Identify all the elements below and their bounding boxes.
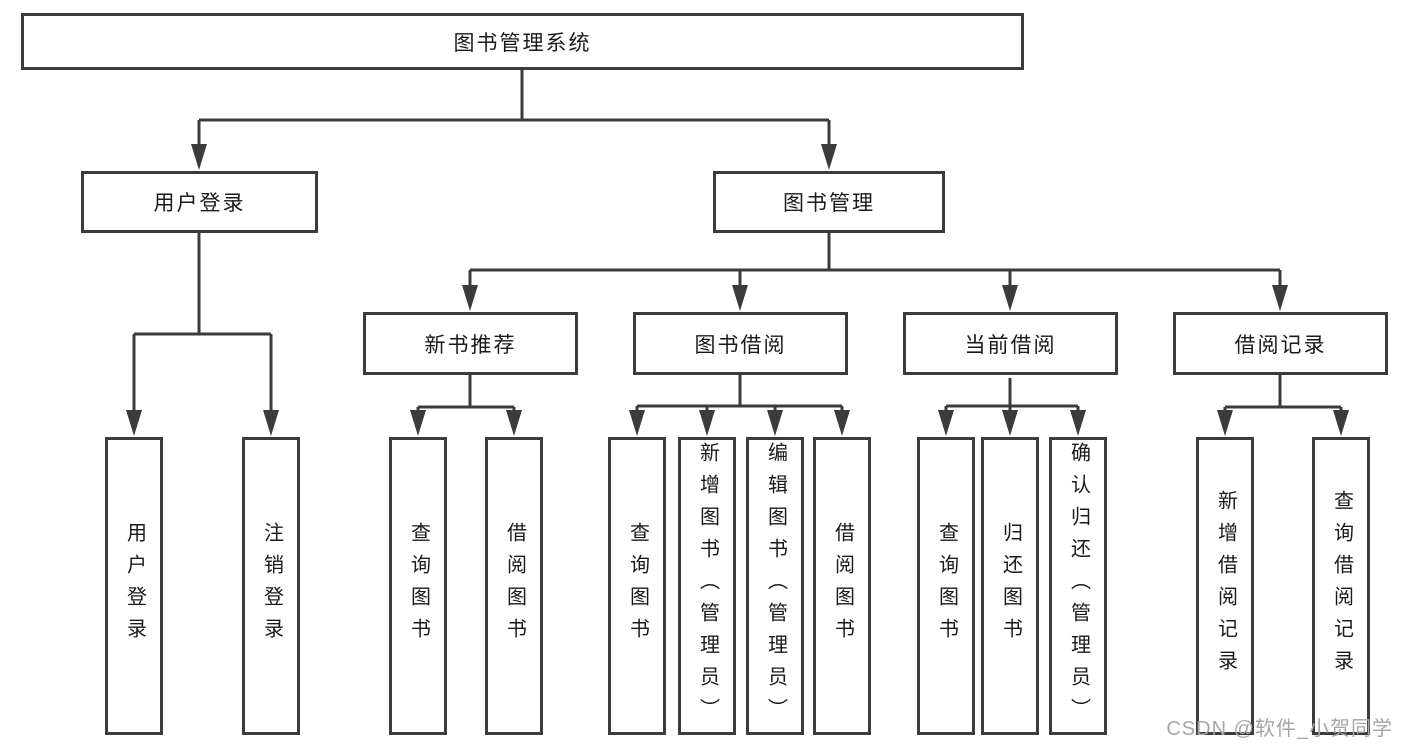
connector <box>197 70 831 150</box>
arrowhead-icon <box>263 410 279 436</box>
leaf-label: 新增借阅记录 <box>1214 490 1237 682</box>
node-label: 当前借阅 <box>964 333 1057 357</box>
arrowhead-icon <box>410 410 426 436</box>
connector <box>635 375 844 418</box>
arrowhead-icon <box>834 410 850 436</box>
leaf-query-borrow-record: 查询借阅记录 <box>1312 437 1370 735</box>
leaf-logout: 注销登录 <box>242 437 300 735</box>
leaf-label: 借阅图书 <box>831 522 854 650</box>
leaf-edit-books-admin: 编辑图书（管理员） <box>746 437 804 735</box>
leaf-label: 注销登录 <box>260 522 283 650</box>
connector <box>468 233 1282 291</box>
arrowhead-icon <box>821 144 837 170</box>
node-label: 借阅记录 <box>1234 333 1327 357</box>
leaf-confirm-return-admin: 确认归还（管理员） <box>1049 437 1107 735</box>
node-current-borrow: 当前借阅 <box>903 312 1118 375</box>
arrowhead-icon <box>191 144 207 170</box>
node-root-library-system: 图书管理系统 <box>21 13 1024 70</box>
leaf-label: 用户登录 <box>123 522 146 650</box>
leaf-label: 编辑图书（管理员） <box>764 442 787 730</box>
arrowhead-icon <box>629 410 645 436</box>
node-user-login: 用户登录 <box>81 171 318 233</box>
arrowhead-icon <box>938 410 954 436</box>
leaf-label: 归还图书 <box>999 522 1022 650</box>
connector <box>132 233 273 414</box>
leaf-add-books-admin: 新增图书（管理员） <box>678 437 736 735</box>
leaf-label: 借阅图书 <box>503 522 526 650</box>
node-book-borrow: 图书借阅 <box>633 312 848 375</box>
leaf-user-login: 用户登录 <box>105 437 163 735</box>
watermark: CSDN @软件_小贺同学 <box>1166 718 1393 740</box>
connector <box>1223 375 1343 418</box>
arrowhead-icon <box>1217 410 1233 436</box>
node-label: 新书推荐 <box>424 333 517 357</box>
leaf-label: 查询借阅记录 <box>1330 490 1353 682</box>
arrowhead-icon <box>699 410 715 436</box>
leaf-query-books-1: 查询图书 <box>389 437 447 735</box>
arrowhead-icon <box>1272 285 1288 311</box>
node-label: 图书管理 <box>783 192 875 215</box>
leaf-add-borrow-record: 新增借阅记录 <box>1196 437 1254 735</box>
leaf-return-books: 归还图书 <box>981 437 1039 735</box>
arrowhead-icon <box>126 410 142 436</box>
node-book-management: 图书管理 <box>713 171 945 233</box>
leaf-borrow-books-1: 借阅图书 <box>485 437 543 735</box>
arrowhead-icon <box>1333 410 1349 436</box>
leaf-query-books-2: 查询图书 <box>608 437 666 735</box>
leaf-borrow-books-2: 借阅图书 <box>813 437 871 735</box>
connector <box>416 375 516 418</box>
arrowhead-icon <box>1002 410 1018 436</box>
node-new-book-recommend: 新书推荐 <box>363 312 578 375</box>
arrowhead-icon <box>767 410 783 436</box>
arrowhead-icon <box>1070 410 1086 436</box>
node-label: 用户登录 <box>153 192 246 215</box>
node-label: 图书管理系统 <box>453 31 592 55</box>
arrowhead-icon <box>732 285 748 311</box>
leaf-label: 查询图书 <box>935 522 958 650</box>
node-label: 图书借阅 <box>694 333 787 357</box>
node-borrow-records: 借阅记录 <box>1173 312 1388 375</box>
leaf-query-books-3: 查询图书 <box>917 437 975 735</box>
leaf-label: 查询图书 <box>626 522 649 650</box>
arrowhead-icon <box>462 285 478 311</box>
leaf-label: 新增图书（管理员） <box>696 442 719 730</box>
leaf-label: 确认归还（管理员） <box>1067 442 1090 730</box>
arrowhead-icon <box>1002 285 1018 311</box>
arrowhead-icon <box>506 410 522 436</box>
leaf-label: 查询图书 <box>407 522 430 650</box>
